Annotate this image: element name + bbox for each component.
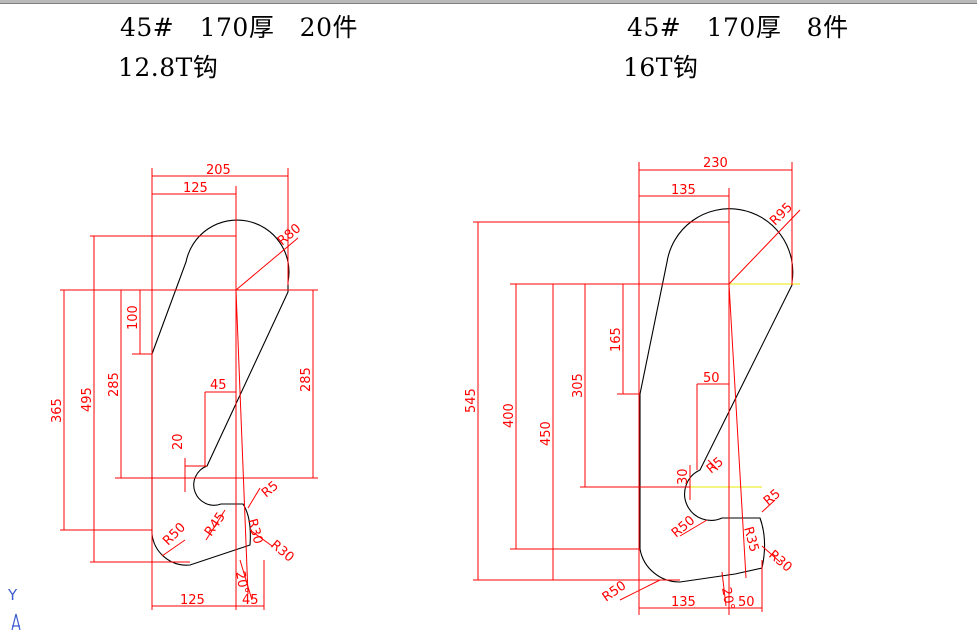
dim-r30: R30 bbox=[267, 538, 296, 566]
left-hook-drawing: 205 125 R80 100 365 495 285 285 45 20 R5… bbox=[50, 163, 318, 610]
dim-450: 450 bbox=[539, 421, 554, 446]
dim-30: 30 bbox=[676, 468, 691, 485]
left-hook-dimension-labels: 205 125 R80 100 365 495 285 285 45 20 R5… bbox=[50, 163, 314, 608]
window-top-border-shadow bbox=[0, 3, 977, 4]
dim-r5-inner: R5 bbox=[704, 454, 727, 477]
left-hook-spec-line1: 45# 170厚 20件 bbox=[120, 13, 358, 42]
dim-285-right: 285 bbox=[299, 367, 314, 392]
dim-305: 305 bbox=[571, 373, 586, 398]
ucs-y-label: Y bbox=[7, 586, 18, 604]
dim-r30: R30 bbox=[765, 548, 794, 576]
dim-r35: R35 bbox=[740, 525, 761, 554]
ucs-arrow-icon bbox=[11, 613, 21, 631]
dim-20: 20 bbox=[171, 433, 186, 450]
dim-r30-inner: R30 bbox=[244, 517, 265, 546]
dim-r80: R80 bbox=[275, 221, 304, 249]
dim-545: 545 bbox=[464, 388, 479, 413]
right-hook-outline bbox=[639, 208, 794, 583]
dim-45-mid: 45 bbox=[210, 378, 227, 393]
dim-50-mid: 50 bbox=[703, 371, 720, 386]
left-hook-spec-line2: 12.8T钩 bbox=[118, 53, 219, 82]
dim-205: 205 bbox=[206, 163, 231, 178]
dim-r45: R45 bbox=[202, 510, 229, 540]
right-hook-spec-line1: 45# 170厚 8件 bbox=[627, 13, 849, 42]
dim-125-top: 125 bbox=[183, 181, 208, 196]
right-hook-dimension-lines bbox=[473, 162, 801, 615]
dim-125-bottom: 125 bbox=[180, 593, 205, 608]
dim-r50: R50 bbox=[160, 520, 189, 549]
dim-100: 100 bbox=[126, 305, 141, 330]
right-hook-spec-line2: 16T钩 bbox=[623, 53, 699, 82]
dim-165: 165 bbox=[609, 327, 624, 352]
window-top-border bbox=[0, 0, 977, 3]
dim-45-bottom: 45 bbox=[242, 593, 259, 608]
right-hook-dimension-labels: 230 135 R95 165 545 400 450 305 50 30 R5… bbox=[464, 156, 796, 611]
dim-r50-bottom: R50 bbox=[600, 578, 630, 605]
dim-angle-20: 20° bbox=[232, 570, 251, 595]
dim-135-bottom: 135 bbox=[671, 595, 696, 610]
left-hook-dimension-lines bbox=[60, 168, 318, 610]
dim-r5: R5 bbox=[761, 486, 784, 509]
left-hook-outline bbox=[151, 219, 290, 566]
right-hook-drawing: 230 135 R95 165 545 400 450 305 50 30 R5… bbox=[464, 156, 801, 615]
dim-400: 400 bbox=[502, 403, 517, 428]
dim-135-top: 135 bbox=[671, 183, 696, 198]
ucs-icon: Y bbox=[7, 586, 21, 631]
dim-50-bottom: 50 bbox=[738, 595, 755, 610]
dim-r5: R5 bbox=[259, 478, 282, 501]
dim-r50: R50 bbox=[669, 513, 698, 541]
dim-angle-20: 20° bbox=[718, 586, 737, 611]
dim-285-left: 285 bbox=[107, 372, 122, 397]
dim-495: 495 bbox=[80, 387, 95, 412]
dim-365: 365 bbox=[50, 398, 65, 423]
dim-230: 230 bbox=[703, 156, 728, 171]
